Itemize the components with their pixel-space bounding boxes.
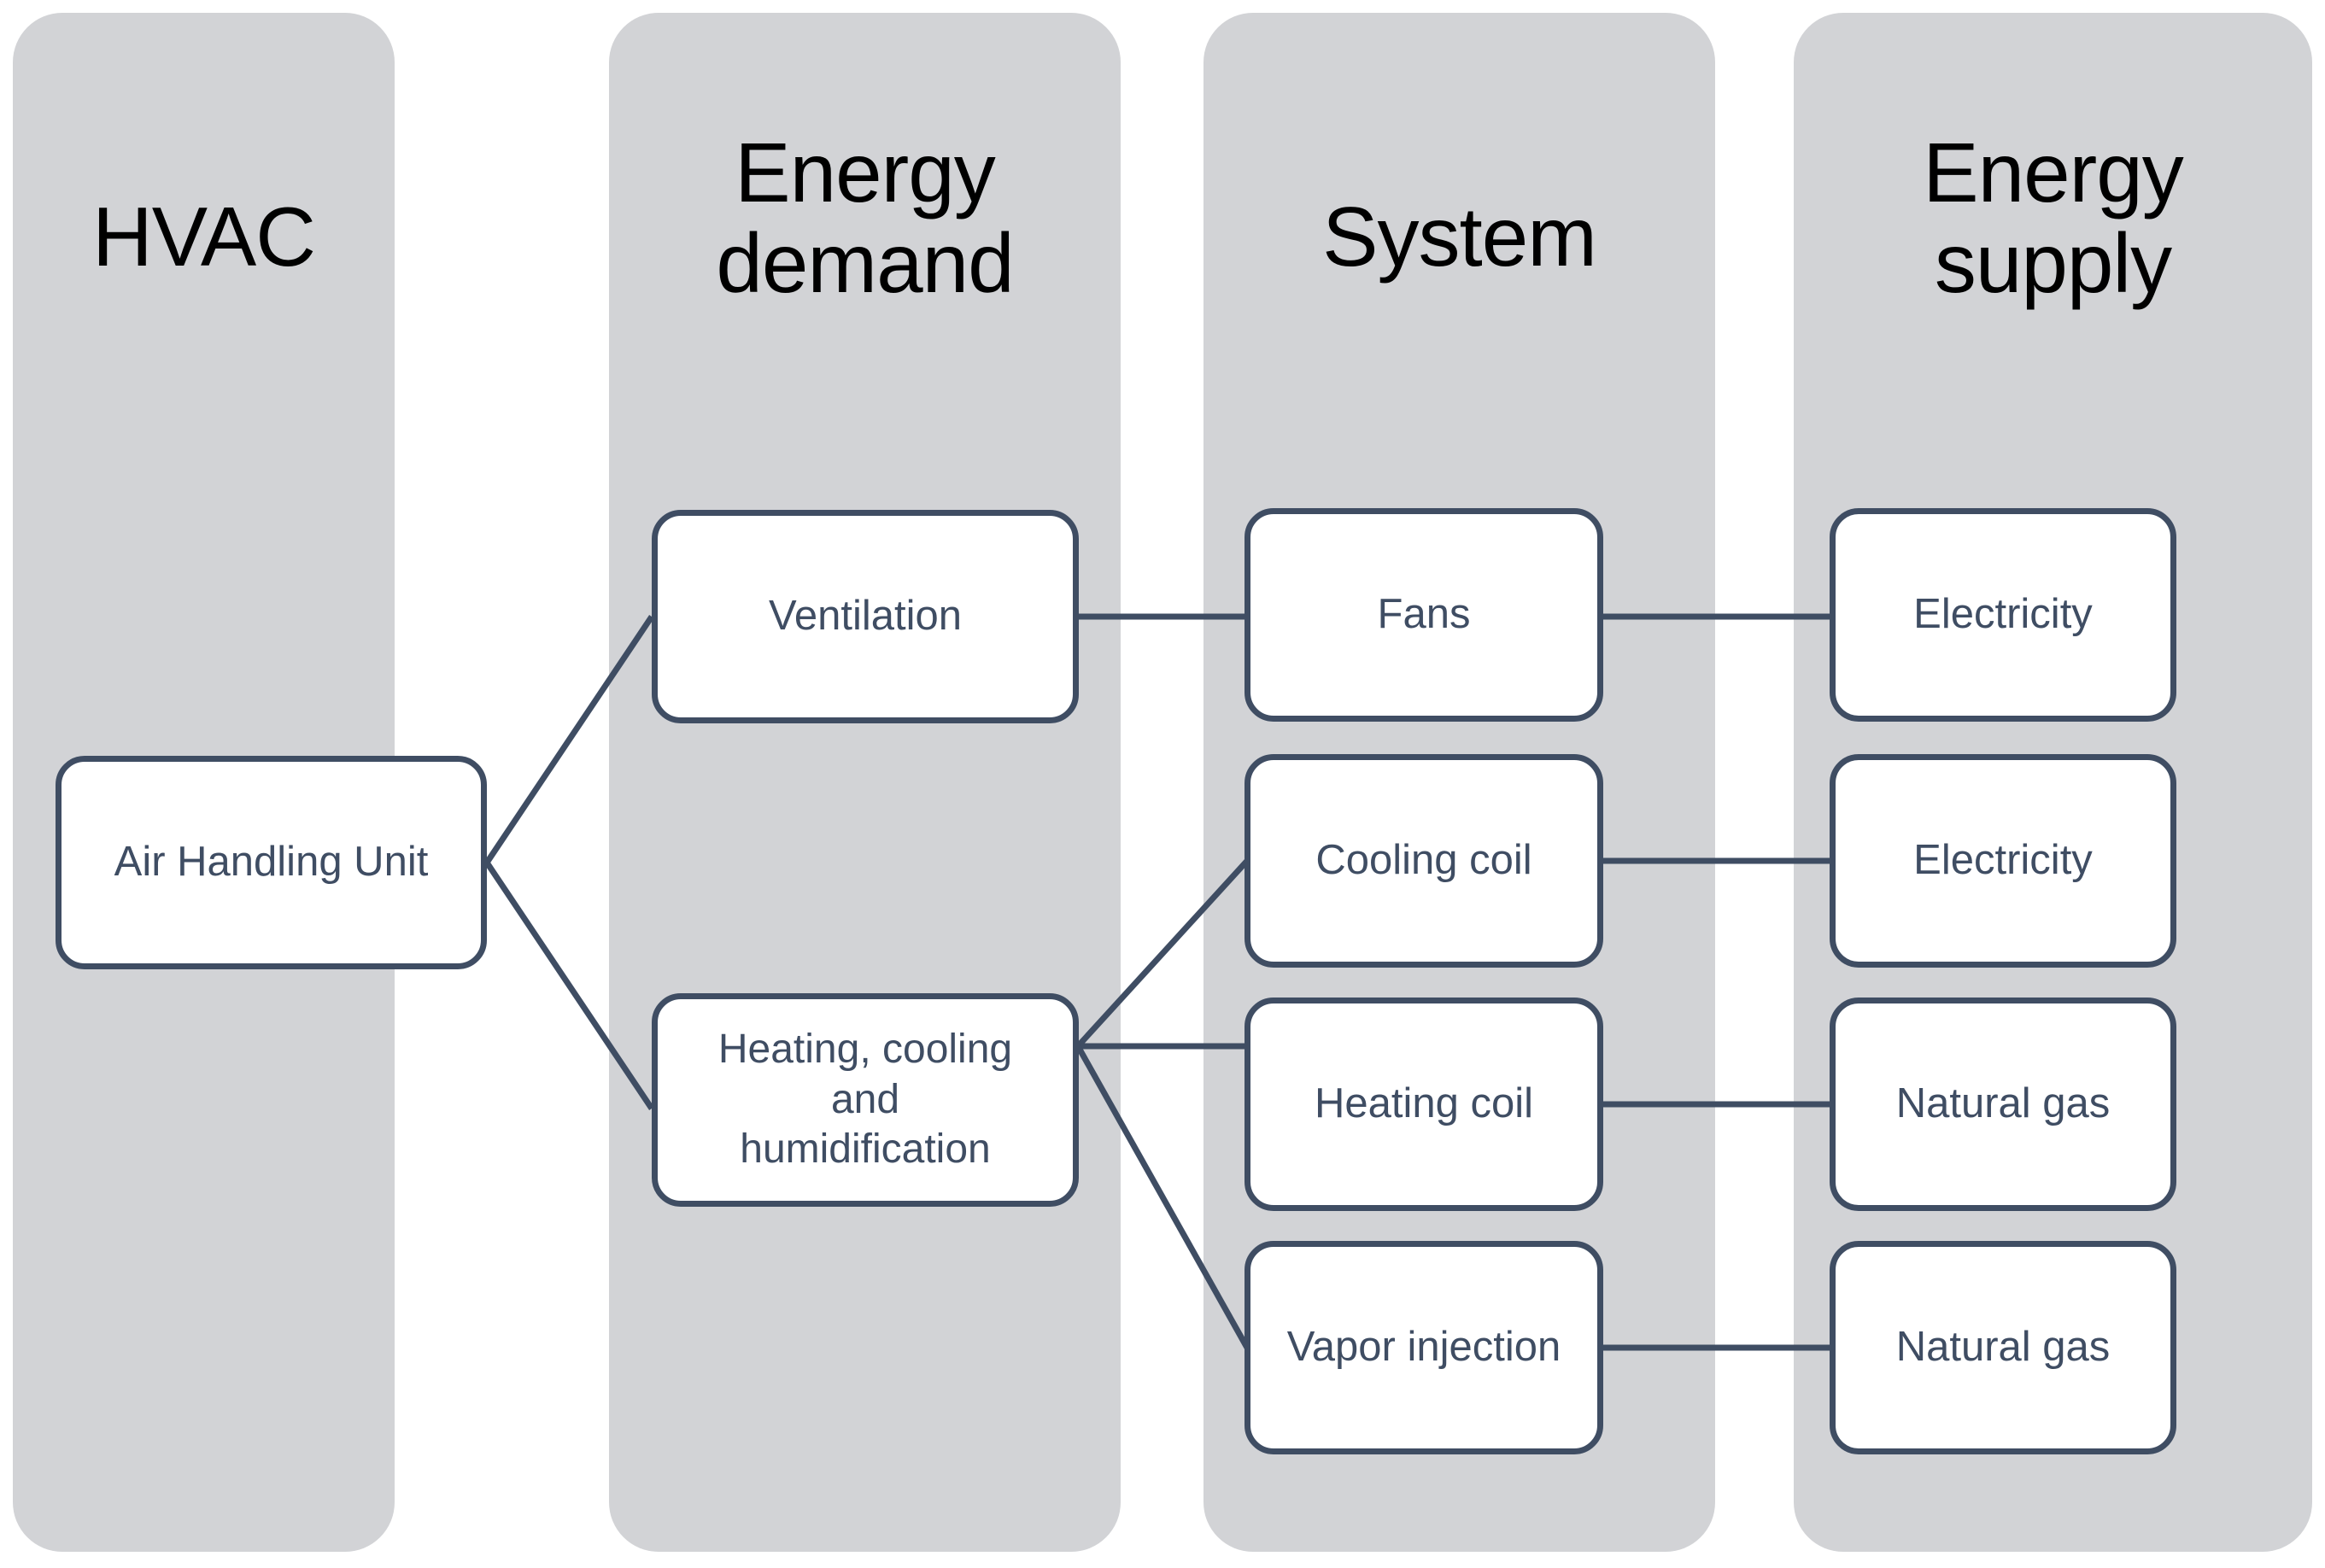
node-hch-line2: and [830, 1076, 900, 1122]
node-electricity-cooling[interactable]: Electricity [1830, 754, 2176, 968]
node-electricity-fans[interactable]: Electricity [1830, 508, 2176, 722]
node-fans[interactable]: Fans [1244, 508, 1603, 722]
node-natural-gas-heating[interactable]: Natural gas [1830, 998, 2176, 1211]
node-ventilation[interactable]: Ventilation [652, 510, 1079, 723]
node-hch-line1: Heating, cooling [717, 1027, 1013, 1073]
column-header-hvac: HVAC [91, 190, 316, 284]
node-vapor-injection[interactable]: Vapor injection [1244, 1241, 1603, 1454]
column-header-system: System [1322, 190, 1597, 284]
node-natural-gas-vapor[interactable]: Natural gas [1830, 1241, 2176, 1454]
column-header-energy-demand-line1: Energy [735, 126, 996, 219]
panel-energy-demand [609, 13, 1121, 1552]
node-cooling-coil[interactable]: Cooling coil [1244, 754, 1603, 968]
node-heating-coil[interactable]: Heating coil [1244, 998, 1603, 1211]
node-air-handling-unit[interactable]: Air Handling Unit [56, 756, 487, 969]
column-header-energy-supply-line1: Energy [1923, 126, 2184, 219]
column-header-energy-supply-line2: supply [1934, 215, 2172, 310]
column-header-energy-demand: Energy demand [609, 126, 1121, 310]
column-header-energy-supply: Energy supply [1794, 126, 2312, 310]
node-hch-line3: humidification [740, 1126, 991, 1173]
node-heating-cooling-humidification[interactable]: Heating, cooling and humidification [652, 993, 1079, 1207]
column-header-energy-demand-line2: demand [716, 215, 1014, 310]
